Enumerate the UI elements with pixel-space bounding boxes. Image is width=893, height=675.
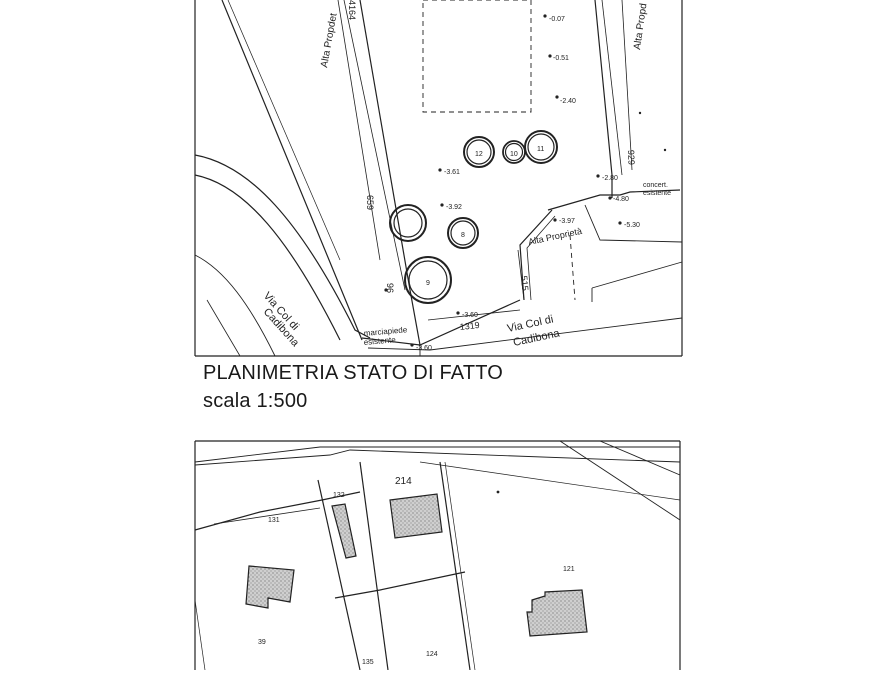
property-lower-edge bbox=[591, 261, 683, 289]
spot-level: -3.60 bbox=[462, 312, 478, 319]
boundary-line bbox=[227, 0, 341, 261]
plan-scale: scala 1:500 bbox=[203, 390, 308, 412]
property-left-inner bbox=[343, 0, 406, 291]
spot-level: -3.92 bbox=[446, 204, 462, 211]
road-edge bbox=[194, 154, 371, 339]
parcel-line bbox=[599, 440, 681, 476]
road-edge-bottom bbox=[367, 317, 683, 351]
spot-level: -3.97 bbox=[559, 218, 575, 225]
parcel-line bbox=[439, 461, 471, 671]
tree-11 bbox=[524, 130, 558, 164]
label-concert-1: concert. bbox=[643, 182, 668, 189]
spot-level: -0.07 bbox=[549, 16, 565, 23]
dim-right-low: 515 bbox=[519, 275, 530, 291]
tree-number: 8 bbox=[461, 232, 465, 239]
cadastral-plan bbox=[194, 440, 681, 671]
tree-large-left bbox=[389, 204, 427, 242]
tree-number: 11 bbox=[537, 146, 544, 153]
parcel-line bbox=[419, 461, 681, 501]
parcel-line bbox=[317, 479, 361, 671]
road-edge bbox=[194, 449, 681, 466]
spot-level: -0.51 bbox=[553, 55, 569, 62]
label-alta-left: Alta Propdet bbox=[319, 12, 339, 68]
spot-level: -2.40 bbox=[560, 98, 576, 105]
tree-12 bbox=[463, 136, 495, 168]
parcel-label: 124 bbox=[426, 651, 438, 658]
spot-level: -3.61 bbox=[444, 169, 460, 176]
road-edge bbox=[194, 254, 276, 357]
label-marciapiede-1: marciapiede bbox=[363, 325, 408, 338]
parcel-label: 131 bbox=[268, 517, 280, 524]
property-lower-edge bbox=[584, 204, 683, 243]
building-121 bbox=[526, 589, 588, 637]
road-edge bbox=[194, 446, 680, 463]
survey-dots bbox=[384, 14, 667, 494]
property-lower-edge bbox=[547, 189, 681, 211]
property-lower-edge bbox=[526, 215, 556, 301]
property-lower-edge bbox=[519, 209, 553, 301]
dashed-line bbox=[569, 234, 576, 301]
building-131 bbox=[245, 565, 295, 609]
label-alta-bottom: Alta Proprietà bbox=[527, 226, 582, 247]
parcel-line bbox=[194, 599, 206, 671]
property-right bbox=[594, 0, 613, 198]
dimension-line bbox=[621, 0, 633, 171]
existing-building-dashed bbox=[422, 0, 532, 113]
parcel-line bbox=[194, 491, 361, 531]
building-132 bbox=[331, 503, 357, 559]
dim-left-low: 96 bbox=[385, 283, 395, 293]
boundary-line bbox=[221, 0, 363, 341]
spot-level: -5.30 bbox=[624, 222, 640, 229]
road-edge bbox=[194, 174, 341, 341]
tree-number: 9 bbox=[426, 280, 430, 287]
parcel-line bbox=[559, 440, 681, 521]
dim-left-mid: 659 bbox=[365, 195, 375, 210]
tree-number: 12 bbox=[475, 151, 483, 158]
parcel-label: 214 bbox=[395, 476, 412, 487]
parcel-label: 135 bbox=[362, 659, 374, 666]
spot-level: -4.80 bbox=[613, 196, 629, 203]
parcel-line bbox=[444, 461, 476, 671]
label-alta-right: Alta Propd bbox=[632, 3, 649, 51]
dimension-line bbox=[517, 249, 525, 301]
spot-level: -2.80 bbox=[602, 175, 618, 182]
label-concert-2: esistente bbox=[643, 190, 671, 197]
survey-plan bbox=[194, 0, 683, 357]
cadastral-text: 214 132 131 121 39 135 124 bbox=[258, 476, 575, 666]
road-edge bbox=[206, 299, 241, 357]
dim-right-mid: 929 bbox=[626, 150, 637, 165]
spot-level: -3.60 bbox=[416, 345, 432, 352]
survey-text: Alta Propdet Alta Propd Alta Proprietà V… bbox=[261, 0, 671, 352]
dim-top-left: 4164 bbox=[347, 0, 357, 20]
dimension-line bbox=[427, 309, 521, 321]
property-right-inner bbox=[601, 0, 623, 176]
parcel-label: 132 bbox=[333, 492, 345, 499]
parcel-line bbox=[213, 507, 321, 525]
tree-9 bbox=[404, 256, 452, 304]
parcel-line bbox=[334, 571, 466, 599]
cadastral-buildings bbox=[245, 493, 588, 637]
plan-title: PLANIMETRIA STATO DI FATTO bbox=[203, 362, 504, 384]
tree-8 bbox=[447, 217, 479, 249]
dim-bottom: 1319 bbox=[459, 320, 480, 332]
parcel-label: 39 bbox=[258, 639, 266, 646]
tree-number: 10 bbox=[510, 151, 518, 158]
dimension-line bbox=[337, 0, 381, 261]
parcel-label: 121 bbox=[563, 566, 575, 573]
property-left bbox=[359, 0, 421, 346]
parcel-line bbox=[359, 461, 389, 671]
building-214 bbox=[389, 493, 443, 539]
label-marciapiede-2: esistente bbox=[363, 335, 396, 347]
